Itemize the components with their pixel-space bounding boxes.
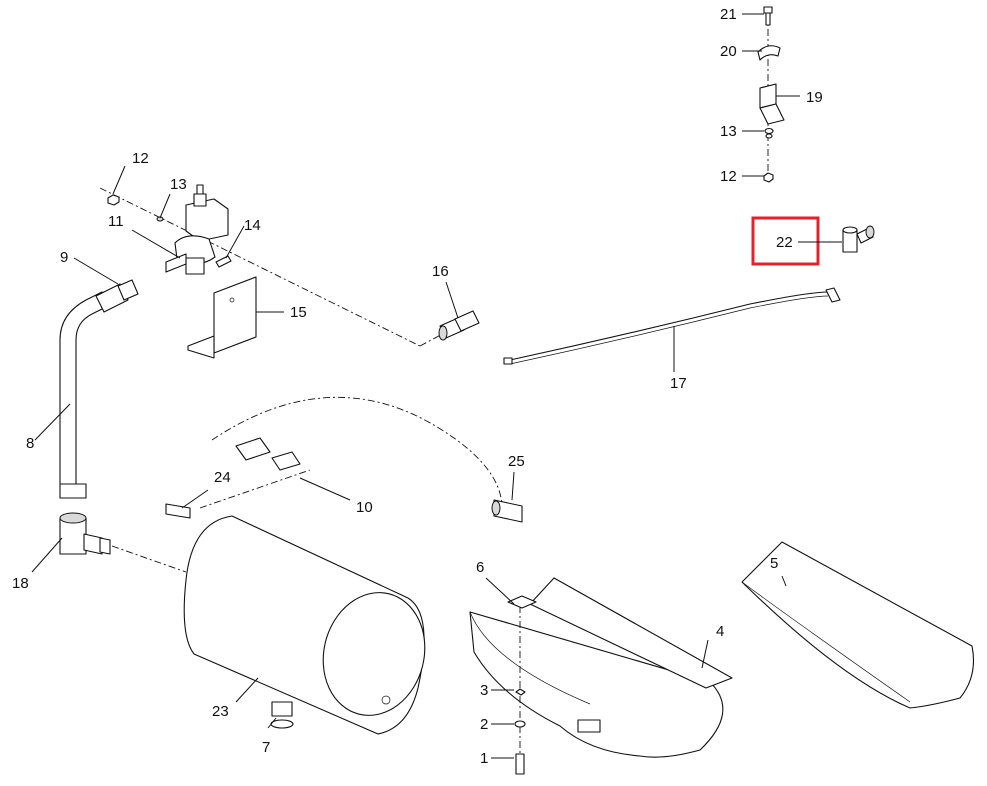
callout-10: 10 xyxy=(356,499,373,516)
callout-17: 17 xyxy=(670,375,687,392)
tank-shield-cover xyxy=(741,541,975,709)
callout-13-bracket: 13 xyxy=(720,123,737,140)
union-connector xyxy=(438,310,480,341)
callout-18: 18 xyxy=(12,575,29,592)
callout-12-valve: 12 xyxy=(132,150,149,167)
callout-6: 6 xyxy=(476,559,484,576)
leader-lines xyxy=(31,13,842,759)
callout-23: 23 xyxy=(212,703,229,720)
callout-3: 3 xyxy=(480,682,488,699)
callout-12-bracket: 12 xyxy=(720,168,737,185)
bracket-hardware-stack xyxy=(757,6,785,183)
callout-16: 16 xyxy=(432,263,449,280)
valve-assembly xyxy=(99,184,449,359)
air-tank xyxy=(183,515,426,735)
highlight-box xyxy=(751,216,820,266)
callout-1: 1 xyxy=(480,750,488,767)
callout-7: 7 xyxy=(262,739,270,756)
callout-25: 25 xyxy=(508,453,525,470)
callout-2: 2 xyxy=(480,716,488,733)
elbow-fitting xyxy=(842,225,875,253)
callout-19: 19 xyxy=(806,89,823,106)
callout-20: 20 xyxy=(720,43,737,60)
callout-8: 8 xyxy=(26,435,34,452)
callout-14: 14 xyxy=(244,217,261,234)
bent-tube xyxy=(59,279,139,499)
hose xyxy=(503,287,841,365)
callout-5: 5 xyxy=(770,555,778,572)
fittings-group xyxy=(165,396,523,523)
callout-4: 4 xyxy=(716,623,724,640)
tank-shield xyxy=(469,577,733,775)
callout-15: 15 xyxy=(290,304,307,321)
tee-fitting xyxy=(59,512,187,573)
callout-9: 9 xyxy=(60,249,68,266)
callout-22: 22 xyxy=(776,234,793,251)
callout-labels: 1 2 3 4 5 6 7 8 9 10 11 12 12 13 13 14 1… xyxy=(12,6,823,767)
callout-11: 11 xyxy=(108,213,124,230)
callout-24: 24 xyxy=(214,469,231,486)
callout-13-valve: 13 xyxy=(170,176,187,193)
callout-21: 21 xyxy=(720,6,737,23)
